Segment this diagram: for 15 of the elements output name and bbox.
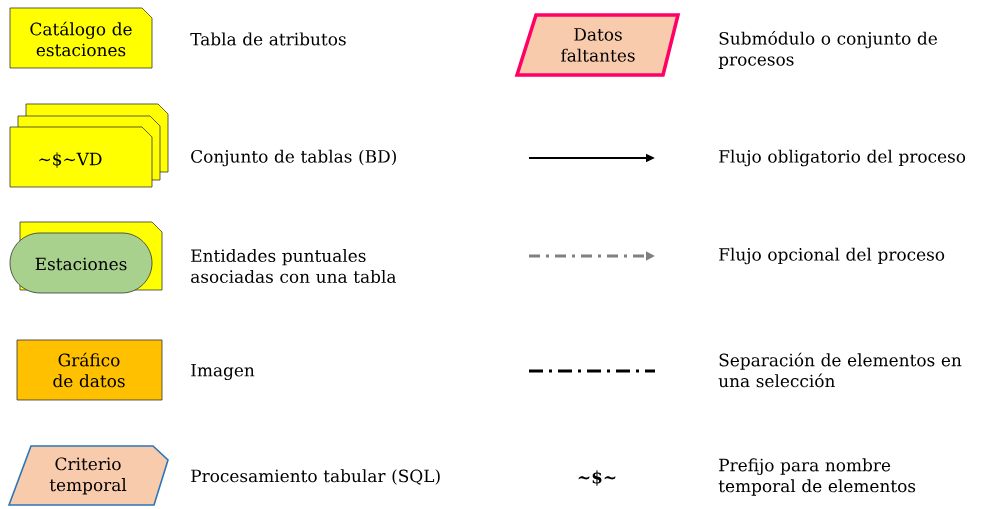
table-card: Catálogo de estaciones	[9, 7, 153, 69]
legend-text: Separación de elementos en una selección	[718, 352, 962, 388]
image-box: Gráfico de datos	[16, 339, 163, 401]
rounded-entity: Estaciones	[9, 221, 163, 294]
description-text: Submódulo o conjunto de procesos	[718, 31, 937, 69]
description-text: Conjunto de tablas (BD)	[191, 149, 396, 167]
prefix-symbol: ~$~	[578, 470, 616, 486]
description-text: Imagen	[191, 363, 255, 381]
legend-text: Flujo obligatorio del proceso	[719, 149, 966, 167]
description-text: Tabla de atributos	[190, 32, 346, 46]
stacked-tables: ~$~VD	[9, 103, 169, 188]
legend-text: Flujo opcional del proceso	[719, 247, 945, 265]
description-text: Entidades puntuales asociadas con una tabla	[191, 248, 396, 283]
description-text: Procesamiento tabular (SQL)	[191, 469, 440, 485]
description-text: Prefijo para nombre temporal de elementos	[718, 458, 916, 496]
